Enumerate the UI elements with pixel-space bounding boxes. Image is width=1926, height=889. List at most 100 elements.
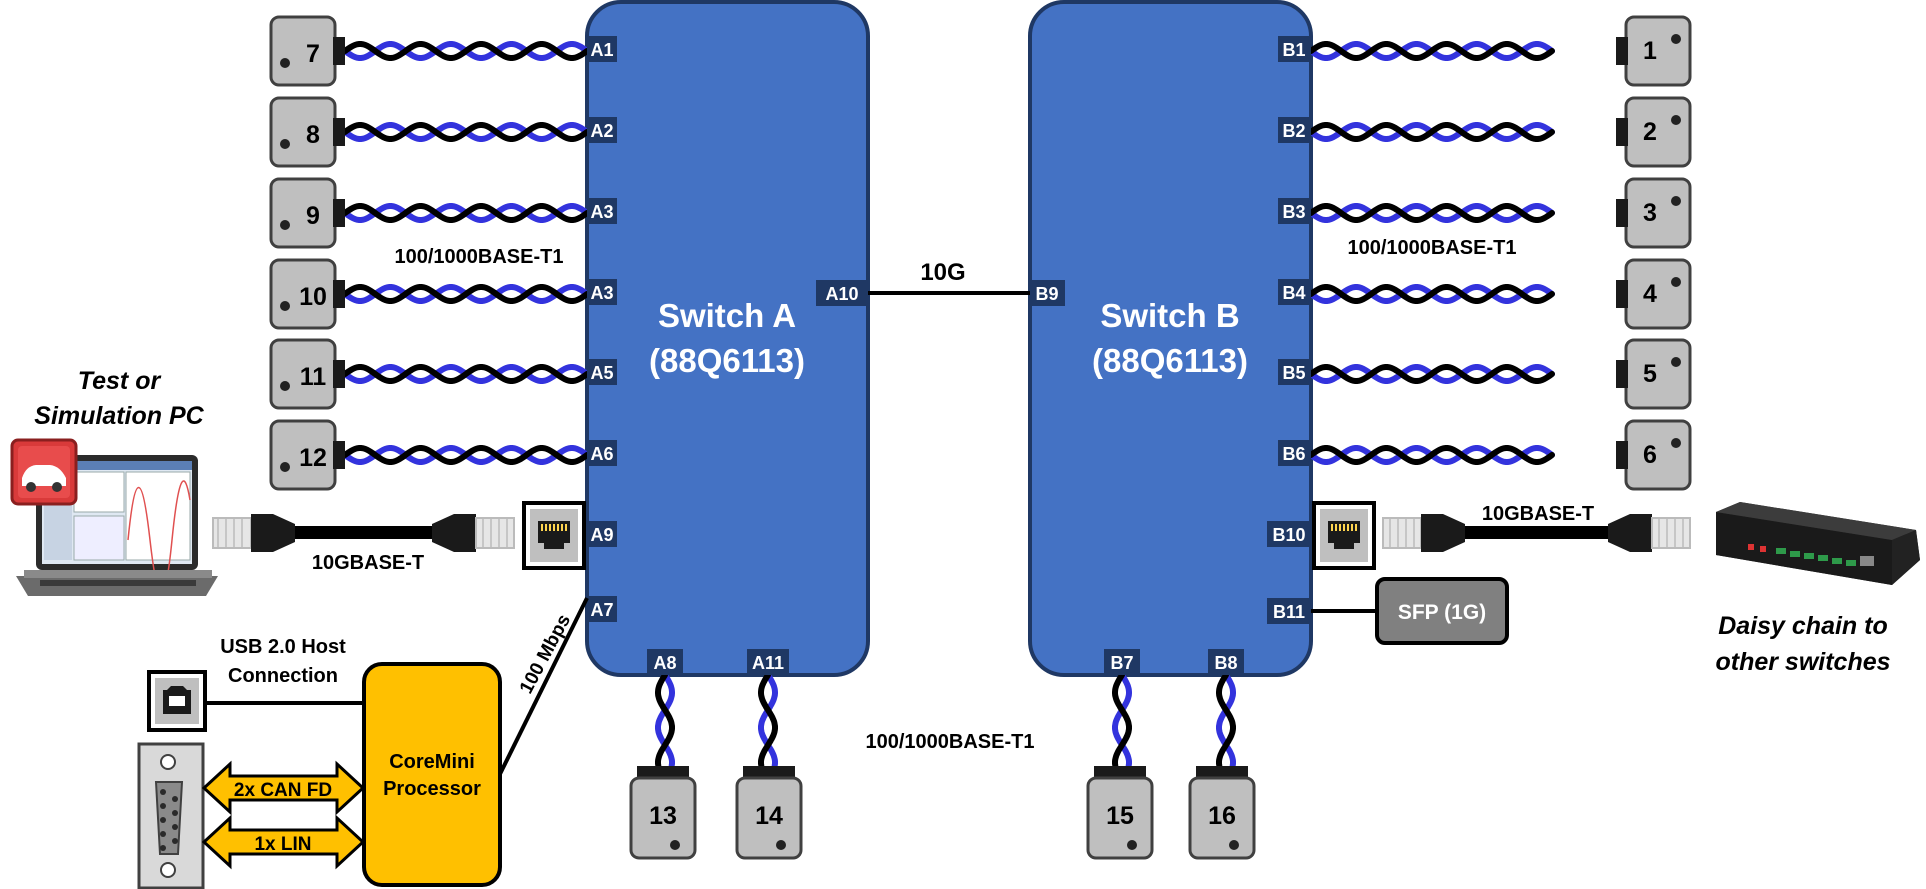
- node-12: 12: [269, 419, 347, 491]
- node-16-label: 16: [1208, 802, 1236, 830]
- node-1-label: 1: [1643, 37, 1657, 65]
- twisted-pair-cable-a8: [655, 672, 675, 769]
- node-1: 1: [1614, 15, 1692, 87]
- svg-text:A10: A10: [825, 284, 858, 304]
- twisted-pair-cable-right-1: [1308, 41, 1555, 61]
- node-14-label: 14: [755, 802, 783, 830]
- base-t1-label-bottom: 100/1000BASE-T1: [866, 731, 1035, 753]
- twisted-pair-cable-right-5: [1308, 364, 1555, 384]
- node-9: 9: [269, 177, 347, 249]
- port-a9: A9: [587, 521, 617, 547]
- node-6-label: 6: [1643, 441, 1657, 469]
- node-8-label: 8: [306, 121, 320, 149]
- twisted-pair-cable-left-1: [342, 41, 590, 61]
- sfp-module: SFP (1G): [1375, 577, 1509, 645]
- port-a7: A7: [587, 596, 617, 622]
- node-3: 3: [1614, 177, 1692, 249]
- svg-text:B3: B3: [1282, 202, 1305, 222]
- lin-arrow: 1x LIN: [201, 814, 366, 870]
- svg-text:A11: A11: [752, 653, 784, 673]
- tenbaset-label-left: 10GBASE-T: [312, 552, 424, 574]
- ethernet-cable-left: [212, 514, 515, 552]
- svg-text:A5: A5: [590, 363, 613, 383]
- port-a8: A8: [647, 649, 683, 675]
- base-t1-label-left: 100/1000BASE-T1: [395, 246, 564, 268]
- svg-text:A3: A3: [590, 202, 613, 222]
- port-a6: A6: [587, 440, 617, 466]
- node-13: 13: [629, 766, 697, 860]
- rj45-jack-icon: [522, 501, 586, 570]
- svg-text:B11: B11: [1273, 602, 1305, 622]
- node-11: 11: [269, 338, 347, 410]
- svg-text:B9: B9: [1035, 284, 1058, 304]
- switch-a-model: (88Q6113): [649, 342, 805, 379]
- svg-text:A8: A8: [653, 653, 676, 673]
- svg-text:B5: B5: [1282, 363, 1305, 383]
- node-2: 2: [1614, 96, 1692, 168]
- node-5-label: 5: [1643, 360, 1657, 388]
- node-16: 16: [1188, 766, 1256, 860]
- node-2-label: 2: [1643, 118, 1657, 146]
- switch-a-body: [585, 0, 870, 677]
- link-10g-label: 10G: [920, 259, 965, 286]
- svg-text:A2: A2: [590, 121, 613, 141]
- svg-text:B4: B4: [1282, 283, 1305, 303]
- port-b1: B1: [1278, 36, 1311, 62]
- node-10-label: 10: [299, 283, 327, 311]
- sfp-label: SFP (1G): [1398, 601, 1486, 624]
- daisy-label-line2: other switches: [1715, 648, 1890, 676]
- node-7-label: 7: [306, 40, 320, 68]
- pc-label-line2: Simulation PC: [34, 402, 204, 430]
- switch-a: Switch A (88Q6113): [585, 0, 870, 677]
- node-3-label: 3: [1643, 199, 1657, 227]
- twisted-pair-cable-right-3: [1308, 203, 1555, 223]
- twisted-pair-cable-b8: [1216, 672, 1236, 769]
- port-a10: A10: [816, 280, 868, 306]
- switch-a-ports: A1 A2 A3 A3 A5 A6 A9 A7 A10 A8 A11: [587, 36, 868, 675]
- svg-text:A9: A9: [590, 525, 613, 545]
- node-5: 5: [1614, 338, 1692, 410]
- usb-label-line1: USB 2.0 Host: [220, 636, 346, 658]
- port-b8: B8: [1208, 649, 1244, 675]
- svg-text:B6: B6: [1282, 444, 1305, 464]
- node-4-label: 4: [1643, 280, 1657, 308]
- right-cables: [1308, 41, 1555, 465]
- node-13-label: 13: [649, 802, 677, 830]
- node-11-label: 11: [300, 363, 327, 391]
- port-b3: B3: [1278, 198, 1311, 224]
- twisted-pair-cable-left-5: [342, 364, 590, 384]
- node-14: 14: [735, 766, 803, 860]
- svg-text:B10: B10: [1272, 525, 1305, 545]
- node-6: 6: [1614, 419, 1692, 491]
- node-7: 7: [269, 15, 347, 87]
- processor-line2: Processor: [383, 778, 481, 800]
- port-a5: A5: [587, 359, 617, 385]
- twisted-pair-cable-b7: [1112, 672, 1132, 769]
- coremini-processor: CoreMini Processor: [362, 662, 502, 887]
- twisted-pair-cable-left-2: [342, 122, 590, 142]
- twisted-pair-cable-left-3: [342, 203, 590, 223]
- switch-b-title: Switch B: [1100, 297, 1239, 334]
- pc-label-line1: Test or: [78, 367, 162, 395]
- daisy-chain-device-icon: [1716, 502, 1920, 585]
- port-a4: A3: [587, 279, 617, 305]
- svg-text:A1: A1: [590, 40, 613, 60]
- svg-text:B1: B1: [1282, 40, 1305, 60]
- port-a2: A2: [587, 117, 617, 143]
- twisted-pair-cable-right-6: [1308, 445, 1555, 465]
- usb-label-line2: Connection: [228, 665, 338, 687]
- twisted-pair-cable-left-6: [342, 445, 590, 465]
- node-12-label: 12: [299, 444, 327, 472]
- port-a11: A11: [747, 649, 789, 675]
- can-fd-arrow: 2x CAN FD: [201, 760, 366, 816]
- twisted-pair-cable-left-4: [342, 284, 590, 304]
- node-8: 8: [269, 96, 347, 168]
- processor-line1: CoreMini: [389, 751, 475, 773]
- svg-text:A6: A6: [590, 444, 613, 464]
- bottom-cables: [655, 672, 1236, 769]
- twisted-pair-cable-right-2: [1308, 122, 1555, 142]
- node-10: 10: [269, 258, 347, 330]
- ethernet-cable-right: [1382, 514, 1691, 552]
- db9-port-icon: [137, 742, 205, 889]
